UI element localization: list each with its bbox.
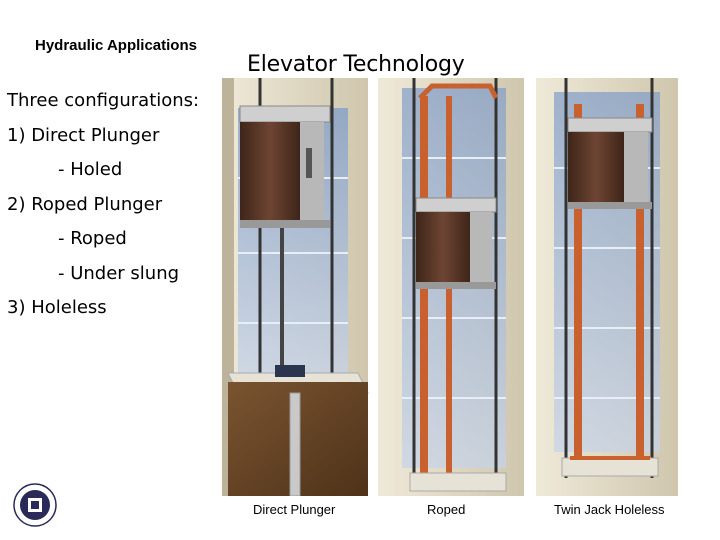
- direct-plunger-panel: [222, 78, 369, 496]
- bullet-subitem: - Roped: [58, 228, 127, 249]
- caption-roped: Roped: [427, 502, 466, 517]
- caption-direct-plunger: Direct Plunger: [253, 502, 336, 517]
- bullet-subitem: - Under slung: [58, 262, 180, 284]
- slide-title: Elevator Technology: [247, 52, 465, 77]
- bullet-subitem: - Holed: [58, 159, 123, 180]
- bullet-item: 2) Roped Plunger: [7, 193, 163, 215]
- bullet-item: Three configurations:: [7, 90, 200, 111]
- bullet-list: Three configurations: 1) Direct Plunger …: [7, 84, 222, 326]
- bullet-item: 3) Holeless: [7, 297, 107, 318]
- bullet-item: 1) Direct Plunger: [7, 124, 160, 146]
- caption-twin-jack-holeless: Twin Jack Holeless: [554, 502, 665, 517]
- organization-logo: [13, 483, 57, 527]
- header-label: Hydraulic Applications: [35, 37, 197, 54]
- holeless-panel: [536, 78, 678, 496]
- elevator-illustration: [222, 78, 678, 496]
- roped-panel: [378, 78, 524, 496]
